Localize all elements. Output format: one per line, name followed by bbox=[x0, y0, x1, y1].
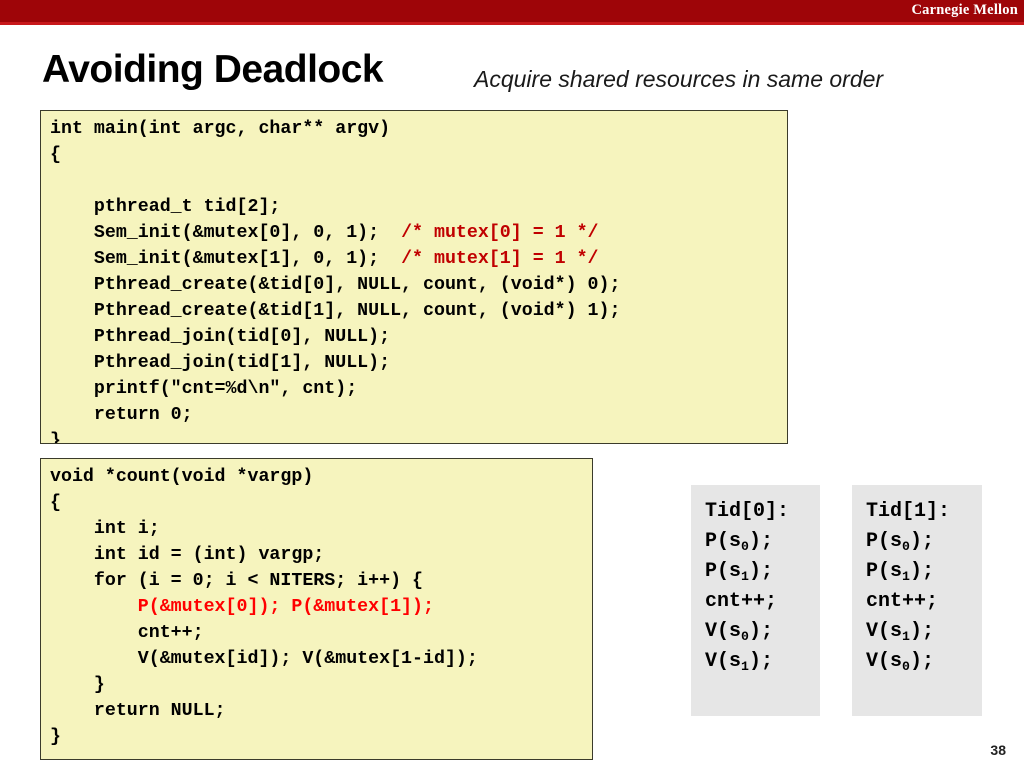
code-span: Pthread_join(tid[0], NULL); bbox=[50, 327, 391, 347]
trace-step: V(s0); bbox=[705, 620, 773, 644]
trace-subscript: 1 bbox=[902, 568, 910, 584]
code-span: int i; bbox=[50, 519, 160, 539]
code-span: Pthread_create(&tid[0], NULL, count, (vo… bbox=[50, 275, 621, 295]
trace-step: P(s1); bbox=[705, 560, 773, 584]
trace-step: cnt++; bbox=[866, 590, 939, 613]
code-line: { bbox=[50, 490, 592, 516]
code-span: return 0; bbox=[50, 405, 193, 425]
code-line: void *count(void *vargp) bbox=[50, 464, 592, 490]
code-block-main: int main(int argc, char** argv) { pthread… bbox=[40, 110, 788, 444]
code-line: return 0; bbox=[50, 402, 787, 428]
trace-step: P(s0); bbox=[705, 530, 773, 554]
code-line: Pthread_join(tid[1], NULL); bbox=[50, 350, 787, 376]
trace-subscript: 1 bbox=[741, 568, 749, 584]
trace-step: P(s0); bbox=[866, 530, 934, 554]
code-span: } bbox=[50, 675, 105, 695]
trace-step: P(s1); bbox=[866, 560, 934, 584]
code-span: Sem_init(&mutex[0], 0, 1); bbox=[50, 223, 402, 243]
trace-subscript: 0 bbox=[902, 538, 910, 554]
trace-subscript: 0 bbox=[741, 538, 749, 554]
code-span: P(&mutex[0]); P(&mutex[1]); bbox=[50, 597, 434, 617]
code-span: Sem_init(&mutex[1], 0, 1); bbox=[50, 249, 402, 269]
code-line: return NULL; bbox=[50, 698, 592, 724]
page-number: 38 bbox=[990, 742, 1006, 758]
code-span: for (i = 0; i < NITERS; i++) { bbox=[50, 571, 423, 591]
code-span: Pthread_create(&tid[1], NULL, count, (vo… bbox=[50, 301, 621, 321]
code-span: void *count(void *vargp) bbox=[50, 467, 314, 487]
code-line: } bbox=[50, 672, 592, 698]
code-span: /* mutex[0] = 1 */ bbox=[401, 223, 599, 243]
code-line: Pthread_join(tid[0], NULL); bbox=[50, 324, 787, 350]
trace-box-tid0: Tid[0]: P(s0); P(s1); cnt++; V(s0); V(s1); bbox=[691, 485, 820, 716]
code-line: V(&mutex[id]); V(&mutex[1-id]); bbox=[50, 646, 592, 672]
banner-underline bbox=[0, 22, 1024, 25]
code-line: Sem_init(&mutex[0], 0, 1); /* mutex[0] =… bbox=[50, 220, 787, 246]
code-span: } bbox=[50, 727, 61, 747]
page-title: Avoiding Deadlock bbox=[42, 48, 384, 91]
trace-subscript: 0 bbox=[741, 628, 749, 644]
trace-step: V(s1); bbox=[866, 620, 934, 644]
code-line: int main(int argc, char** argv) bbox=[50, 116, 787, 142]
code-line: } bbox=[50, 428, 787, 444]
code-line bbox=[50, 168, 787, 194]
code-span: int id = (int) vargp; bbox=[50, 545, 325, 565]
code-span: Pthread_join(tid[1], NULL); bbox=[50, 353, 391, 373]
trace-header: Tid[1]: bbox=[866, 500, 951, 523]
code-line: Pthread_create(&tid[1], NULL, count, (vo… bbox=[50, 298, 787, 324]
code-line: { bbox=[50, 142, 787, 168]
code-span: int main(int argc, char** argv) bbox=[50, 119, 391, 139]
trace-header: Tid[0]: bbox=[705, 500, 790, 523]
code-line: P(&mutex[0]); P(&mutex[1]); bbox=[50, 594, 592, 620]
trace-step: V(s1); bbox=[705, 650, 773, 674]
top-banner bbox=[0, 0, 1024, 22]
trace-step: V(s0); bbox=[866, 650, 934, 674]
trace-subscript: 1 bbox=[902, 628, 910, 644]
code-line: } bbox=[50, 724, 592, 750]
trace-step: cnt++; bbox=[705, 590, 778, 613]
code-line: printf("cnt=%d\n", cnt); bbox=[50, 376, 787, 402]
code-span: cnt++; bbox=[50, 623, 204, 643]
code-span: V(&mutex[id]); V(&mutex[1-id]); bbox=[50, 649, 478, 669]
trace-box-tid1: Tid[1]: P(s0); P(s1); cnt++; V(s1); V(s0); bbox=[852, 485, 982, 716]
code-line: Sem_init(&mutex[1], 0, 1); /* mutex[1] =… bbox=[50, 246, 787, 272]
trace-subscript: 1 bbox=[741, 658, 749, 674]
code-span: pthread_t tid[2]; bbox=[50, 197, 281, 217]
page-subtitle: Acquire shared resources in same order bbox=[474, 66, 884, 92]
code-line: cnt++; bbox=[50, 620, 592, 646]
code-span: return NULL; bbox=[50, 701, 226, 721]
code-line: int i; bbox=[50, 516, 592, 542]
code-line: for (i = 0; i < NITERS; i++) { bbox=[50, 568, 592, 594]
code-span: printf("cnt=%d\n", cnt); bbox=[50, 379, 358, 399]
trace-subscript: 0 bbox=[902, 658, 910, 674]
institution-brand: Carnegie Mellon bbox=[911, 2, 1018, 18]
code-span: { bbox=[50, 493, 61, 513]
code-span: } bbox=[50, 431, 61, 444]
code-span: { bbox=[50, 145, 61, 165]
code-line: pthread_t tid[2]; bbox=[50, 194, 787, 220]
code-line: int id = (int) vargp; bbox=[50, 542, 592, 568]
code-span: /* mutex[1] = 1 */ bbox=[401, 249, 599, 269]
code-block-count: void *count(void *vargp) { int i; int id … bbox=[40, 458, 593, 760]
code-line: Pthread_create(&tid[0], NULL, count, (vo… bbox=[50, 272, 787, 298]
